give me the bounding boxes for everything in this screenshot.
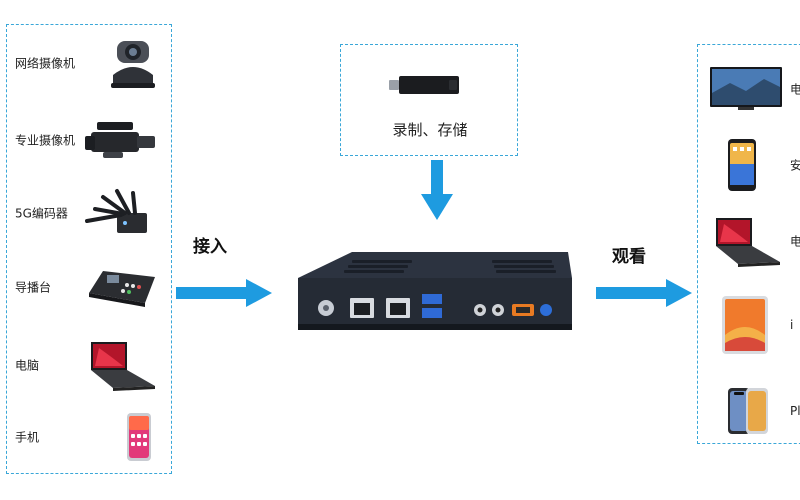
destination-item-tv: 电	[698, 59, 800, 119]
sources-panel: 网络摄像机 专业摄像机 5G编码器	[6, 24, 172, 474]
input-arrow-label: 接入	[193, 237, 227, 257]
arrow-right-output	[596, 279, 692, 307]
source-label: 手机	[15, 430, 40, 445]
destination-label: 电	[790, 234, 800, 249]
storage-label: 录制、存储	[392, 121, 468, 139]
source-label: 5G编码器	[15, 206, 68, 221]
source-item-ptz-camera: 网络摄像机	[7, 33, 173, 93]
pro-camcorder-icon	[83, 118, 159, 162]
source-item-5g-encoder: 5G编码器	[7, 183, 173, 243]
source-item-pro-camcorder: 专业摄像机	[7, 110, 173, 170]
laptop-icon	[708, 214, 784, 268]
source-item-laptop: 电脑	[7, 335, 173, 395]
source-item-smartphone: 手机	[7, 407, 173, 467]
destinations-panel: 电 安 电	[697, 44, 800, 444]
output-arrow-label: 观看	[612, 247, 646, 267]
arrow-right-input	[176, 279, 272, 307]
destination-label: 安	[790, 158, 800, 173]
destination-label: Pl	[790, 404, 800, 418]
android-phone-icon	[726, 138, 758, 192]
destination-item-laptop: 电	[698, 211, 800, 271]
streaming-device	[292, 248, 578, 336]
source-label: 网络摄像机	[15, 56, 76, 71]
destination-item-iphone: Pl	[698, 381, 800, 441]
laptop-icon	[83, 338, 159, 392]
usb-drive-icon	[387, 71, 467, 99]
source-label: 专业摄像机	[15, 133, 76, 148]
arrow-down	[421, 160, 453, 222]
destination-item-android-phone: 安	[698, 135, 800, 195]
ptz-camera-icon	[107, 35, 159, 91]
source-label: 导播台	[15, 280, 52, 295]
tablet-icon	[720, 295, 770, 355]
destination-label: i	[790, 318, 794, 332]
source-label: 电脑	[15, 358, 40, 373]
smartphone-icon	[119, 412, 159, 462]
iphone-icon	[726, 386, 772, 436]
video-switcher-icon	[83, 263, 159, 311]
5g-encoder-icon	[83, 187, 159, 239]
tv-icon	[708, 65, 784, 113]
destination-item-tablet: i	[698, 295, 800, 355]
destination-label: 电	[790, 82, 800, 97]
source-item-video-switcher: 导播台	[7, 257, 173, 317]
storage-panel: 录制、存储	[340, 44, 518, 156]
